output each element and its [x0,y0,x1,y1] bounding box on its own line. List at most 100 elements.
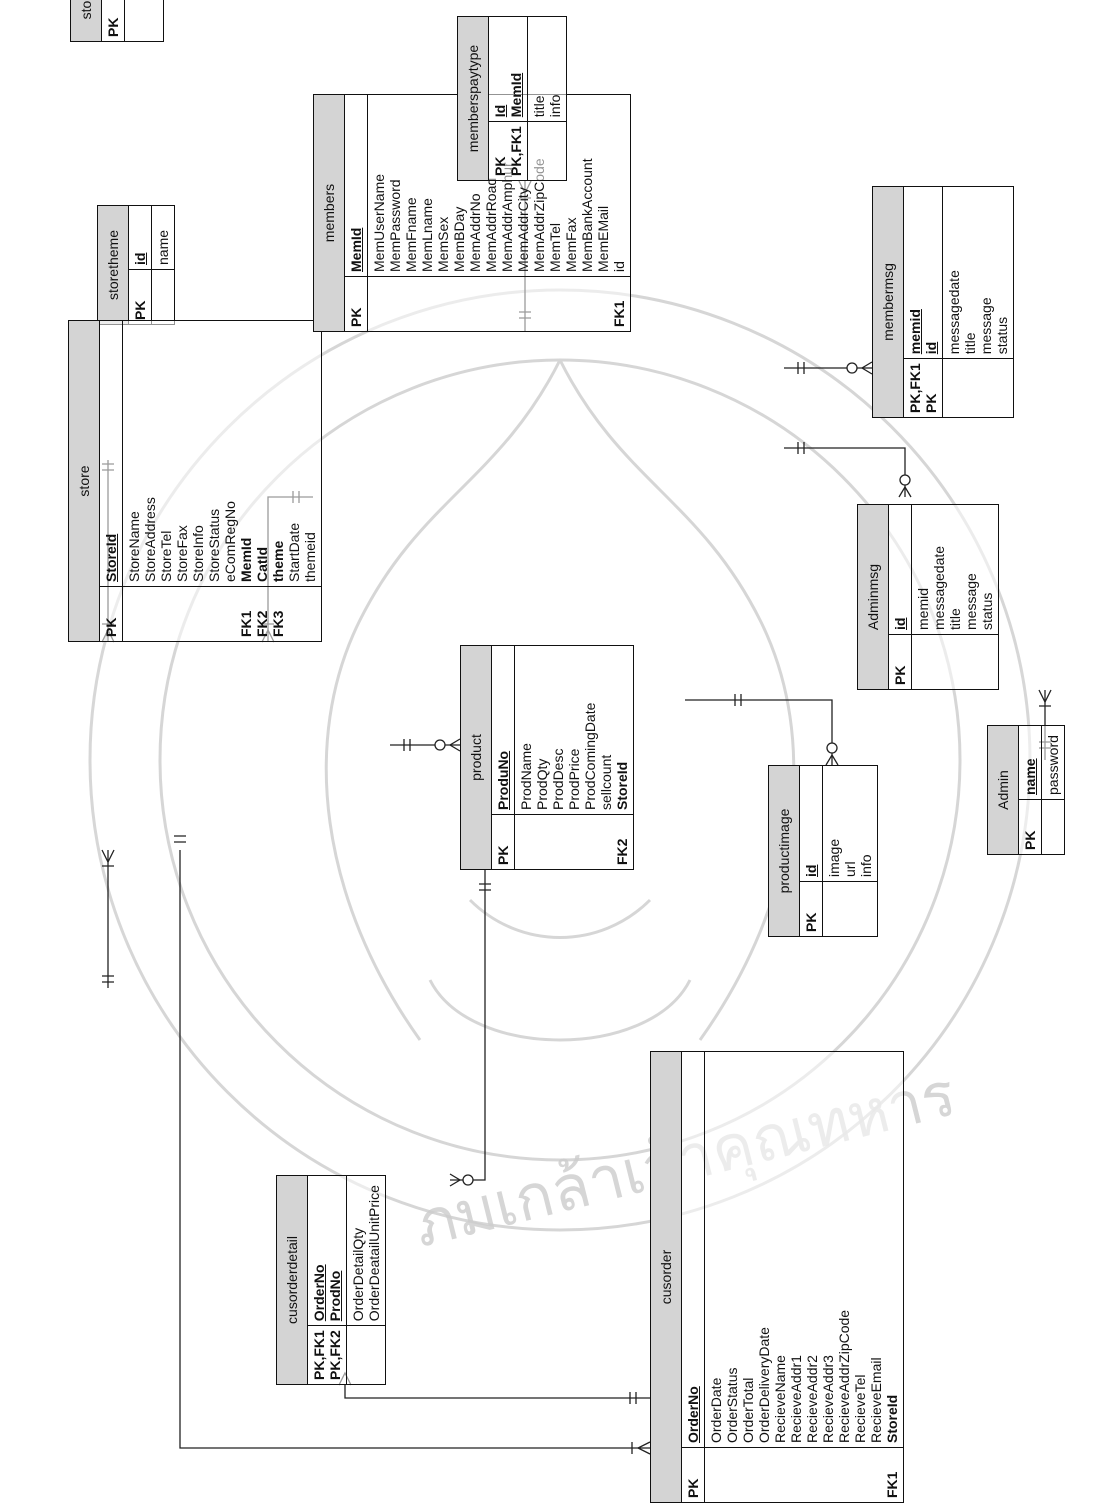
pk-key-label: PK [923,393,939,413]
field-name: StoreTel [158,530,174,582]
field-key-label [350,1330,366,1380]
field-name: OrderDeliveryDate [756,1327,772,1443]
pk-field-column: MemId [344,94,368,277]
field-name: RecieveTel [852,1374,868,1443]
field-key-column [151,269,175,325]
entity-title: members [313,94,345,332]
field-key-label [931,639,947,685]
pk-field-column: id [888,504,912,635]
field-key-label [708,1452,724,1498]
field-key-label: FK2 [614,838,630,865]
field-key-label [144,0,160,37]
field-key-column: FK2 [514,814,634,870]
field-key-label [222,591,238,637]
pk-field-name: id [803,864,819,877]
pk-field-column: name [1018,725,1042,800]
field-key-label [128,0,144,37]
field-key-label [483,281,499,327]
field-name: message [978,297,994,355]
field-key-label [978,363,994,413]
field-key-label [852,1452,868,1498]
field-key-label [190,591,206,637]
end-zero-many [449,1173,462,1187]
field-key-label [595,281,611,327]
field-name: StoreStatus [206,508,222,582]
field-name: OrderStatus [724,1367,740,1443]
field-key-label [403,281,419,327]
pk-field-column: id [128,205,152,270]
end-zero-circle [826,742,838,754]
field-key-label [756,1452,772,1498]
field-key-label [206,591,222,637]
pk-key-column: PK [344,276,368,332]
pk-key-label: PK [803,912,819,932]
field-name: MemUserName [371,173,387,272]
pk-field-name: Id [492,104,508,118]
field-name: messagedate [946,270,962,355]
pk-key-label: PK [495,845,511,865]
field-name: status [994,316,1010,355]
end-one [403,739,411,751]
pk-key-label: PK,FK1 [311,1330,327,1380]
field-name-column: name [151,205,175,270]
end-one [174,835,186,843]
field-key-label [174,591,190,637]
field-key-label [868,1452,884,1498]
end-crow [1038,689,1052,707]
field-name: OrderDeatailUnitPrice [366,1185,382,1322]
field-key-column [911,634,999,690]
end-zero-circle [462,1174,474,1186]
pk-field-name: ProduNo [495,750,511,810]
end-zero-circle [899,474,911,486]
field-name: info [858,854,874,877]
end-zero-many [825,753,839,766]
field-key-label [387,281,403,327]
field-key-column [1041,799,1065,855]
field-key-label [598,819,614,865]
field-key-label [142,591,158,637]
field-key-label [946,363,962,413]
field-name: MemFname [403,197,419,272]
field-key-label [994,363,1010,413]
field-key-label [858,886,874,932]
field-name: StoreFax [174,525,190,582]
end-one [479,883,491,891]
pk-key-label: PK [348,307,364,327]
field-key-label [547,281,563,327]
pk-field-column: OrderNo [681,1051,705,1448]
pk-field-name: id [892,617,908,630]
end-zero-circle [434,739,446,751]
pk-key-label: PK [105,17,121,37]
end-crow [101,849,115,867]
field-key-label [518,819,534,865]
field-key-label [566,819,582,865]
field-name: image [826,838,842,877]
field-name: status [979,592,995,630]
field-key-label [563,281,579,327]
entity-title: memberspaytype [457,16,489,181]
field-key-label [286,591,302,637]
entity-storecategory: storecategoryPKCatIDCatNameCatinfo [70,0,164,42]
field-name: theme [270,540,286,582]
pk-key-column: PK [491,814,515,870]
field-name: ProdDesc [550,748,566,810]
field-key-label: FK2 [254,610,270,637]
pk-key-column: PK [101,0,125,42]
field-key-column [942,358,1014,418]
field-key-label [155,274,171,320]
